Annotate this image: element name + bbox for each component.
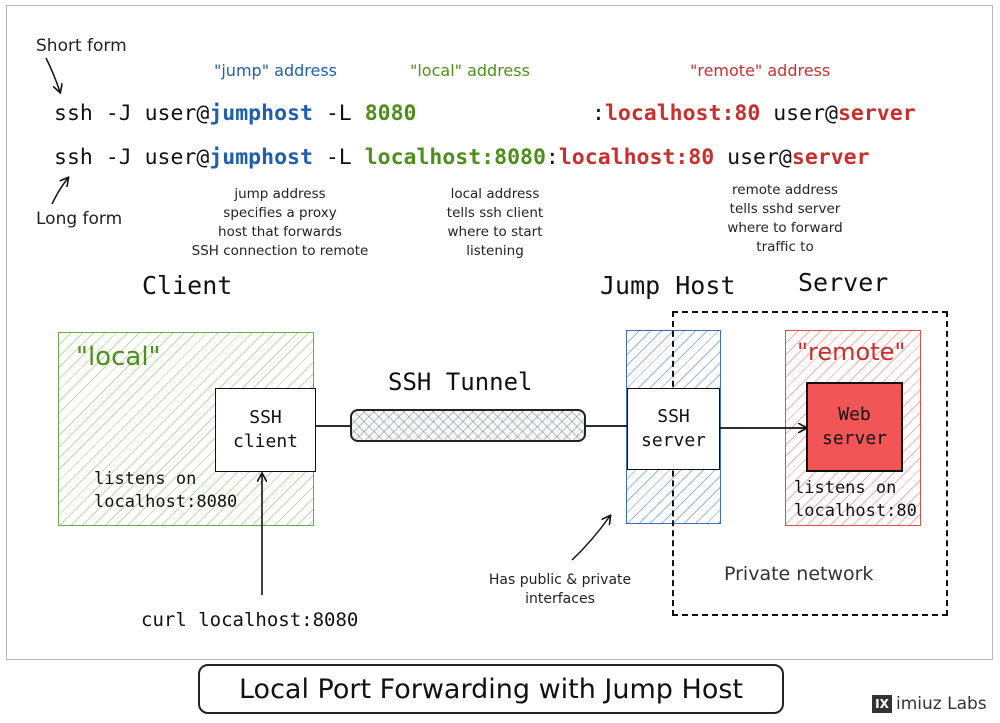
ssh-server-label: server bbox=[640, 430, 707, 451]
cmd-server: server bbox=[791, 145, 870, 170]
cmd-jump-host: jumphost bbox=[209, 101, 313, 126]
server-heading: Server bbox=[798, 268, 889, 297]
ssh-client-label: client bbox=[232, 431, 299, 452]
note-line: jump address bbox=[234, 186, 326, 202]
jump-address-label: "jump" address bbox=[214, 61, 337, 80]
brand-logo: IX bbox=[872, 695, 892, 713]
cmd-remote-address: localhost:80 bbox=[604, 101, 761, 126]
note-line: specifies a proxy bbox=[223, 205, 337, 221]
cmd-remote-address: localhost:80 bbox=[558, 145, 715, 170]
jump-host-heading: Jump Host bbox=[600, 271, 736, 300]
long-form-label: Long form bbox=[36, 209, 123, 229]
listens-line: localhost:8080 bbox=[94, 492, 238, 512]
server-listens-text: listens on localhost:80 bbox=[794, 477, 917, 523]
curl-command: curl localhost:8080 bbox=[141, 609, 359, 631]
ssh-server-box: SSH server bbox=[627, 388, 720, 470]
remote-address-label: "remote" address bbox=[690, 61, 831, 80]
cmd-local-address: localhost:8080 bbox=[364, 145, 546, 170]
local-zone-label: "local" bbox=[76, 342, 161, 372]
note-line: tells sshd server bbox=[729, 201, 841, 217]
short-form-label: Short form bbox=[36, 36, 127, 56]
local-address-note: local address tells ssh client where to … bbox=[420, 185, 570, 261]
web-server-label: server bbox=[821, 428, 888, 449]
note-line: traffic to bbox=[756, 239, 814, 255]
remote-zone-label: "remote" bbox=[797, 338, 906, 366]
diagram-title: Local Port Forwarding with Jump Host bbox=[238, 673, 744, 705]
note-line: where to forward bbox=[727, 220, 843, 236]
long-form-command: ssh -J user@jumphost -L localhost:8080:l… bbox=[54, 147, 870, 169]
remote-address-note: remote address tells sshd server where t… bbox=[700, 181, 870, 257]
short-form-command-remote: :localhost:80 user@server bbox=[592, 103, 916, 125]
short-form-command: ssh -J user@jumphost -L 8080 bbox=[54, 103, 416, 125]
brand-name: imiuz Labs bbox=[896, 694, 987, 714]
ssh-client-box: SSH client bbox=[215, 388, 316, 472]
ssh-server-label: SSH bbox=[657, 406, 690, 427]
listens-line: listens on bbox=[794, 478, 897, 498]
brand-mark: IX imiuz Labs bbox=[872, 694, 987, 714]
client-listens-text: listens on localhost:8080 bbox=[94, 468, 237, 514]
listens-line: localhost:80 bbox=[794, 501, 917, 521]
note-line: interfaces bbox=[525, 591, 595, 607]
jump-address-note: jump address specifies a proxy host that… bbox=[175, 185, 385, 261]
note-line: local address bbox=[450, 186, 540, 202]
note-line: tells ssh client bbox=[446, 205, 544, 221]
diagram-frame bbox=[6, 5, 993, 660]
cmd-jump-host: jumphost bbox=[209, 145, 313, 170]
note-line: SSH connection to remote bbox=[191, 243, 369, 259]
ssh-tunnel bbox=[350, 409, 586, 442]
cmd-prefix: ssh -J user@ bbox=[54, 145, 210, 170]
client-heading: Client bbox=[142, 271, 233, 300]
cmd-colon: : bbox=[545, 145, 559, 170]
ssh-client-label: SSH bbox=[249, 407, 282, 428]
web-server-box: Web server bbox=[806, 382, 903, 472]
note-line: Has public & private bbox=[488, 572, 632, 588]
note-line: where to start bbox=[447, 224, 543, 240]
cmd-flag: -L bbox=[312, 145, 365, 170]
cmd-user: user@ bbox=[714, 145, 792, 170]
ssh-tunnel-label: SSH Tunnel bbox=[388, 368, 533, 396]
note-line: remote address bbox=[732, 182, 838, 198]
cmd-server: server bbox=[837, 101, 916, 126]
cmd-colon: : bbox=[592, 101, 605, 126]
cmd-flag: -L bbox=[312, 101, 365, 126]
private-network-label: Private network bbox=[724, 563, 874, 585]
note-line: listening bbox=[466, 243, 524, 259]
listens-line: listens on bbox=[94, 469, 197, 489]
jump-host-note: Has public & private interfaces bbox=[470, 571, 650, 609]
cmd-prefix: ssh -J user@ bbox=[54, 101, 210, 126]
web-server-label: Web bbox=[838, 404, 871, 425]
cmd-user: user@ bbox=[760, 101, 838, 126]
local-address-label: "local" address bbox=[410, 61, 530, 80]
note-line: host that forwards bbox=[218, 224, 342, 240]
diagram-title-box: Local Port Forwarding with Jump Host bbox=[198, 664, 784, 714]
cmd-local-address: 8080 bbox=[364, 101, 417, 126]
